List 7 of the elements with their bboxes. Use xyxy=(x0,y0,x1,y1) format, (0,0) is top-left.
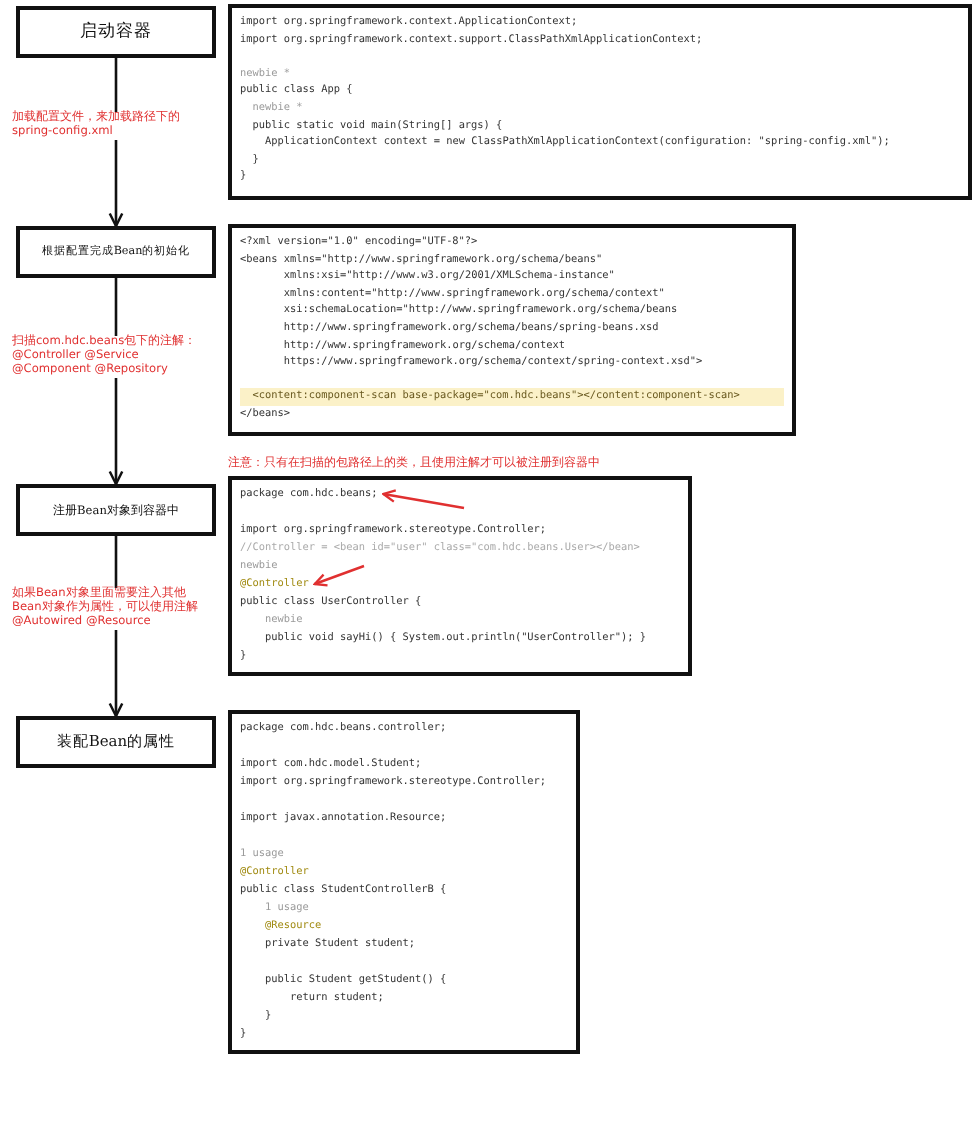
process-box: 启动容器 xyxy=(16,6,216,58)
code-panel xyxy=(228,710,580,1054)
pointer-arrow xyxy=(313,564,365,587)
pointer-arrow xyxy=(382,489,465,510)
code-panel xyxy=(228,224,796,436)
code-panel xyxy=(228,4,972,200)
code-panel xyxy=(228,476,692,676)
